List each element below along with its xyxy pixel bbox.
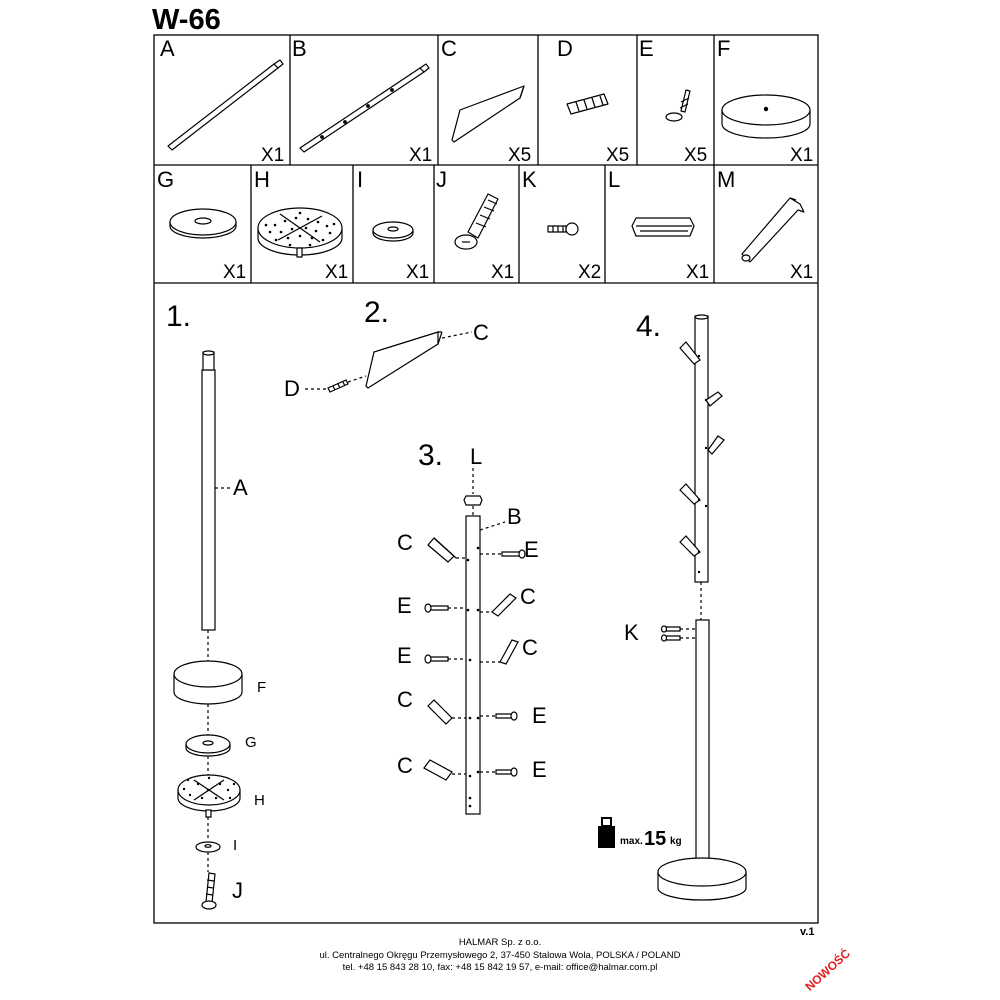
step-3-label-c5: C — [397, 753, 413, 778]
step-4-diagram — [657, 314, 747, 901]
step-3-label-e3: E — [397, 643, 412, 668]
step-3-label-c2: C — [520, 584, 536, 609]
part-letter-a: A — [160, 36, 175, 61]
step-number-4: 4. — [636, 310, 661, 343]
step-number-2: 2. — [364, 296, 389, 329]
part-letter-j: J — [436, 167, 447, 192]
step-1-label-f: F — [257, 679, 266, 696]
step-2-label-d: D — [284, 376, 300, 401]
part-qty-g: X1 — [223, 262, 246, 283]
step-1-label-j: J — [232, 878, 243, 903]
step-4-label-k: K — [624, 620, 639, 645]
max-load-value: 15 — [644, 828, 666, 850]
part-qty-h: X1 — [325, 262, 348, 283]
part-qty-l: X1 — [686, 262, 709, 283]
part-qty-m: X1 — [790, 262, 813, 283]
part-qty-k: X2 — [578, 262, 601, 283]
step-number-1: 1. — [166, 300, 191, 333]
step-1-label-g: G — [245, 734, 257, 751]
small-screw-icon — [547, 222, 579, 236]
part-qty-j: X1 — [491, 262, 514, 283]
bolt-icon — [454, 193, 499, 250]
max-load-unit: kg — [670, 836, 682, 847]
part-qty-c: X5 — [508, 145, 531, 166]
small-washer-icon — [372, 221, 414, 242]
part-qty-i: X1 — [406, 262, 429, 283]
part-qty-e: X5 — [684, 145, 707, 166]
footer-address: ul. Centralnego Okręgu Przemysłowego 2, … — [319, 949, 681, 961]
part-letter-k: K — [522, 167, 537, 192]
version-label: v.1 — [800, 926, 815, 938]
step-3-label-e2: E — [397, 593, 412, 618]
anti-slip-pad-icon — [257, 207, 343, 258]
product-title: W-66 — [152, 4, 221, 36]
step-3-label-b: B — [507, 504, 522, 529]
step-3-label-e5: E — [532, 757, 547, 782]
step-2-label-c: C — [473, 320, 489, 345]
part-qty-a: X1 — [261, 145, 284, 166]
part-qty-d: X5 — [606, 145, 629, 166]
weight-icon — [598, 817, 615, 848]
step-3-label-l: L — [470, 444, 482, 469]
step-1-diagram — [173, 350, 243, 910]
part-letter-h: H — [254, 167, 270, 192]
washer-icon — [169, 208, 237, 239]
step-3-label-e4: E — [532, 703, 547, 728]
step-1-label-a: A — [233, 475, 248, 500]
step-number-3: 3. — [418, 439, 443, 472]
step-3-diagram — [423, 468, 526, 815]
part-qty-b: X1 — [409, 145, 432, 166]
step-3-label-c1: C — [397, 530, 413, 555]
end-cap-icon — [631, 217, 695, 237]
step-3-label-c4: C — [397, 687, 413, 712]
part-letter-d: D — [557, 36, 573, 61]
part-letter-b: B — [292, 36, 307, 61]
part-letter-m: M — [717, 167, 735, 192]
step-2-diagram — [305, 331, 473, 393]
dowel-icon — [566, 93, 609, 115]
part-qty-f: X1 — [790, 145, 813, 166]
part-letter-e: E — [639, 36, 654, 61]
max-load-prefix: max. — [620, 836, 643, 847]
footer: HALMAR Sp. z o.o. ul. Centralnego Okręgu… — [0, 937, 1000, 975]
drilled-rod-icon — [299, 63, 430, 153]
part-letter-i: I — [357, 167, 363, 192]
part-letter-f: F — [717, 36, 730, 61]
screw-icon — [665, 89, 691, 122]
hook-arm-icon — [451, 85, 525, 143]
rod-icon — [167, 59, 284, 151]
part-letter-l: L — [608, 167, 620, 192]
step-1-label-h: H — [254, 792, 265, 809]
step-3-label-c3: C — [522, 635, 538, 660]
allen-key-icon — [741, 197, 805, 263]
footer-company: HALMAR Sp. z o.o. — [458, 937, 542, 948]
part-letter-g: G — [157, 167, 174, 192]
footer-contact: tel. +48 15 843 28 10, fax: +48 15 842 1… — [342, 962, 658, 973]
part-letter-c: C — [441, 36, 457, 61]
step-1-label-i: I — [233, 837, 237, 854]
sheet-frame — [153, 34, 819, 924]
step-3-label-e1: E — [524, 537, 539, 562]
base-disc-icon — [721, 94, 811, 139]
